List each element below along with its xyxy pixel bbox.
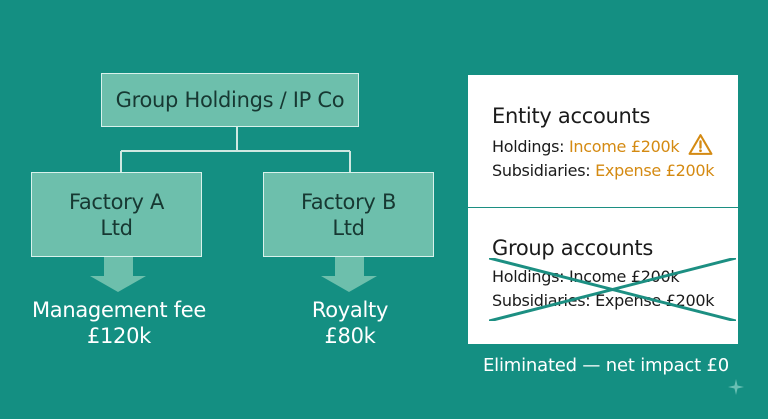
entity-holdings-line: Holdings: Income £200k	[492, 133, 738, 159]
connector-lines	[120, 127, 351, 172]
factory-a-line-1: Factory A	[68, 189, 165, 214]
group-holdings-label: Group Holdings / IP Co	[115, 88, 345, 112]
group-subsidiaries-line: Subsidiaries: Expense £200k	[492, 291, 715, 310]
warning-icon	[688, 134, 713, 155]
entity-accounts-section: Entity accounts Holdings: Income £200k S…	[468, 103, 738, 183]
elimination-summary: Eliminated — net impact £0	[483, 355, 729, 376]
factory-b-line-1: Factory B	[300, 189, 397, 214]
royalty-line-1: Royalty	[311, 298, 389, 322]
entity-holdings-prefix: Holdings:	[492, 137, 569, 156]
downward-arrow-b	[321, 257, 377, 292]
group-accounts-heading: Group accounts	[492, 236, 654, 260]
factory-b-line-2: Ltd	[332, 215, 365, 240]
group-holdings-node: Group Holdings / IP Co	[101, 73, 359, 127]
group-accounts-section: Group accounts Holdings: Income £200k Su…	[468, 235, 738, 313]
management-fee-line-1: Management fee	[31, 298, 207, 322]
entity-subsidiaries-prefix: Subsidiaries:	[492, 161, 596, 180]
management-fee-label: Management fee £120k	[11, 297, 227, 349]
factory-a-node: Factory A Ltd	[31, 172, 202, 257]
group-holdings-line: Holdings: Income £200k	[492, 267, 680, 286]
entity-subsidiaries-value: Expense £200k	[595, 161, 715, 180]
entity-accounts-heading: Entity accounts	[492, 104, 651, 128]
accounts-panel: Entity accounts Holdings: Income £200k S…	[468, 75, 738, 344]
entity-holdings-value: Income £200k	[568, 137, 680, 156]
entity-subsidiaries-line: Subsidiaries: Expense £200k	[492, 159, 738, 183]
factory-a-line-2: Ltd	[100, 215, 133, 240]
downward-arrow-a	[90, 257, 146, 292]
panel-divider	[468, 207, 738, 208]
royalty-label: Royalty £80k	[282, 297, 418, 349]
royalty-line-2: £80k	[324, 324, 376, 348]
factory-b-node: Factory B Ltd	[263, 172, 434, 257]
management-fee-line-2: £120k	[86, 324, 152, 348]
